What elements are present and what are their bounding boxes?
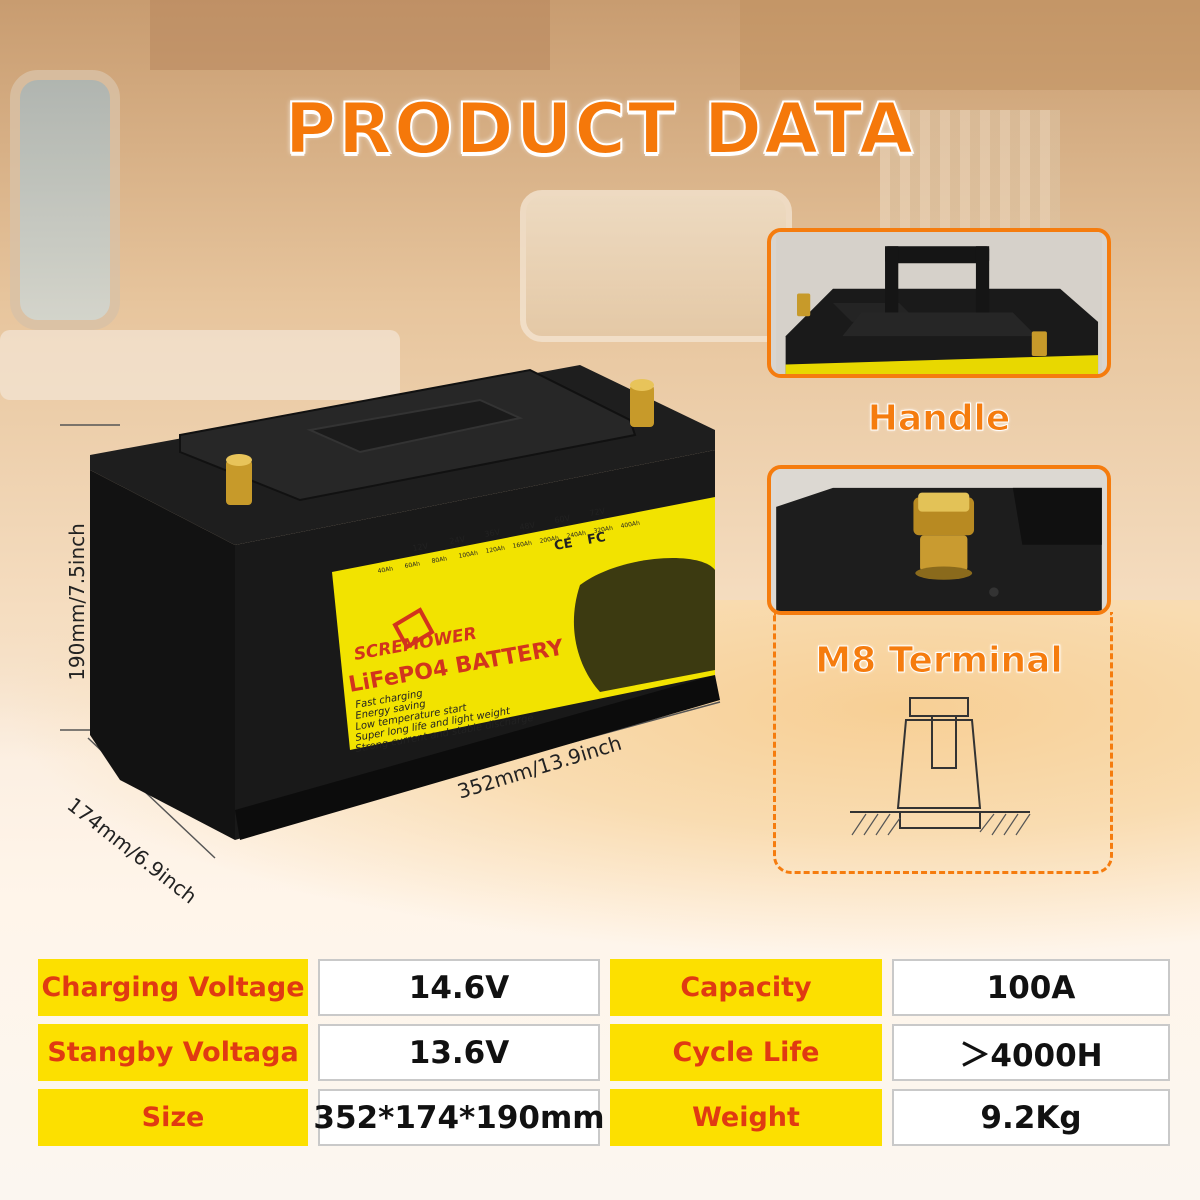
capacity-option: 240Ah [566,530,586,540]
capacity-option: 80Ah [431,555,448,565]
terminal-label: M8 Terminal [815,640,1063,682]
terminal-dashed-frame [773,612,1113,874]
terminal-left [226,454,252,505]
voltage-option: 60V [554,513,571,525]
voltage-option: 24V [449,534,466,546]
capacity-option: 160Ah [512,540,532,550]
voltage-option: 12V [412,541,429,553]
spec-label-size: Size [38,1089,308,1146]
background-window [10,70,120,330]
capacity-option: 100Ah [458,550,478,560]
spec-value-standby-voltage: 13.6V [318,1024,600,1081]
spec-label-weight: Weight [610,1089,882,1146]
background-window-center [520,190,792,342]
handle-label: Handle [867,398,1011,440]
background-cabinet-right [740,0,1200,90]
cert-ce: CE [553,536,574,554]
terminal-closeup-image [767,465,1111,615]
dimension-height: 190mm/7.5inch [65,523,89,681]
battery-image: SCREMOWER LiFePO4 BATTERY Fast charging … [60,340,760,860]
capacity-option: 320Ah [593,525,613,535]
spec-label-charging-voltage: Charging Voltage [38,959,308,1016]
voltage-option: 72V [589,506,606,518]
handle-closeup-image [767,228,1111,378]
voltage-option: 48V [519,520,536,532]
capacity-option: 200Ah [539,535,559,545]
background-counter [0,330,400,400]
spec-value-size: 352*174*190mm [313,1089,605,1146]
spec-value-weight: 9.2Kg [892,1089,1170,1146]
spec-table: Charging Voltage 14.6V Capacity 100A Sta… [38,955,1170,1155]
spec-value-charging-voltage: 14.6V [318,959,600,1016]
capacity-option: 400Ah [620,520,640,530]
capacity-option: 60Ah [404,560,421,570]
battery-illustration: SCREMOWER LiFePO4 BATTERY Fast charging … [60,365,721,859]
page-title: PRODUCT DATA [284,87,916,171]
capacity-option: 120Ah [485,545,505,555]
terminal-right [630,379,654,427]
cert-fc: FC [586,530,607,548]
capacity-option: 40Ah [377,565,394,575]
spec-label-cycle-life: Cycle Life [610,1024,882,1081]
spec-label-capacity: Capacity [610,959,882,1016]
spec-value-cycle-life: ＞4000H [892,1024,1170,1081]
spec-label-standby-voltage: Stangby Voltaga [38,1024,308,1081]
voltage-option: 36V [484,527,501,539]
terminal-diagram [840,690,1040,855]
spec-value-capacity: 100A [892,959,1170,1016]
background-cabinet [150,0,550,70]
